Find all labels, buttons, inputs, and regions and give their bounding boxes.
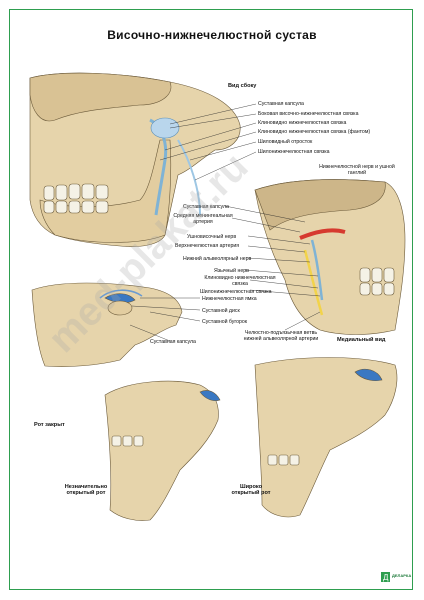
label-lingual-nerve: Язычный нерв bbox=[214, 268, 249, 274]
label-articular-tubercle: Суставной бугорок bbox=[202, 319, 248, 325]
closed-view-bone bbox=[31, 282, 183, 367]
side-view-stylomandibular bbox=[177, 139, 201, 216]
illustration-shapes bbox=[29, 72, 406, 521]
label-auriculotemporal-nerve: Ушновисочный нерв bbox=[187, 234, 237, 240]
publisher-logo-icon: Д bbox=[381, 572, 390, 582]
wide-open-disc bbox=[354, 368, 383, 382]
label-stylomandibular-medial: Шилонижнечелюстная связка bbox=[200, 289, 272, 295]
slightly-open-bone bbox=[104, 380, 219, 521]
side-view-mandible bbox=[39, 139, 172, 243]
label-joint-capsule-side: Суставная капсула bbox=[258, 101, 304, 107]
side-view-capsule bbox=[150, 117, 180, 139]
label-mandibular-nerve: Нижнечелюстной нерв и ушной ганглий bbox=[319, 164, 395, 176]
label-medial-view: Медиальный вид bbox=[337, 337, 386, 343]
wide-open-teeth bbox=[267, 454, 300, 466]
label-mylohyoid-branch: Челюстно-подъязычная ветвь нижней альвео… bbox=[243, 330, 319, 342]
medial-view-nerve bbox=[303, 249, 324, 316]
medial-view-ligament bbox=[310, 239, 324, 301]
publisher-logo-text: ДЕЛАРКА bbox=[392, 573, 412, 578]
label-inferior-alveolar-nerve: Нижний альвеолярный нерв bbox=[183, 256, 252, 262]
label-styloid-process: Шиловидный отросток bbox=[258, 139, 313, 145]
label-side-view: Вид сбоку bbox=[228, 83, 257, 89]
label-closed-mouth: Рот закрыт bbox=[34, 422, 65, 428]
closed-view-condyle bbox=[107, 300, 133, 316]
label-joint-capsule-closed: Суставная капсула bbox=[150, 339, 196, 345]
slightly-open-teeth bbox=[111, 435, 144, 447]
label-lateral-ligament: Боковая височно-нижнечелюстная связка bbox=[258, 111, 359, 117]
medial-view-shadow bbox=[254, 179, 386, 231]
label-meningeal-artery: Средняя менингеальная артерия bbox=[173, 213, 233, 225]
label-joint-capsule-medial: Суставная капсула bbox=[183, 204, 229, 210]
label-sphenomandibular-phantom: Клиновидно нижнечелюстная связка (фантом… bbox=[258, 129, 371, 135]
label-maxillary-artery: Верхнечелюстная артерия bbox=[175, 243, 240, 249]
label-sphenomandibular-ligament: Клиновидно нижнечелюстная связка bbox=[258, 120, 347, 126]
slightly-open-disc bbox=[199, 390, 221, 402]
poster-frame bbox=[9, 9, 413, 590]
label-wide-open-mouth: Широко открытый рот bbox=[231, 484, 271, 496]
leader-lines bbox=[129, 103, 321, 342]
label-slightly-open-mouth: Незначительно открытый рот bbox=[64, 484, 108, 496]
medial-view-artery bbox=[299, 228, 346, 240]
label-articular-disc: Суставной диск bbox=[202, 308, 240, 314]
page-title: Височно-нижнечелюстной сустав bbox=[107, 28, 317, 42]
label-sphenomandibular-medial: Клиновидно нижнечелюстная связка bbox=[204, 275, 276, 287]
label-stylomandibular-ligament-side: Шилонижнечелюстная связка bbox=[258, 149, 330, 155]
side-view-teeth bbox=[43, 183, 109, 214]
medial-view-teeth bbox=[359, 267, 395, 296]
label-mandibular-fossa: Нижнечелюстная ямка bbox=[202, 296, 257, 302]
wide-open-bone bbox=[254, 357, 398, 518]
closed-view-fossa-line bbox=[99, 289, 143, 299]
side-view-cranium-shade bbox=[29, 72, 172, 122]
svg-text:Д: Д bbox=[383, 573, 389, 582]
